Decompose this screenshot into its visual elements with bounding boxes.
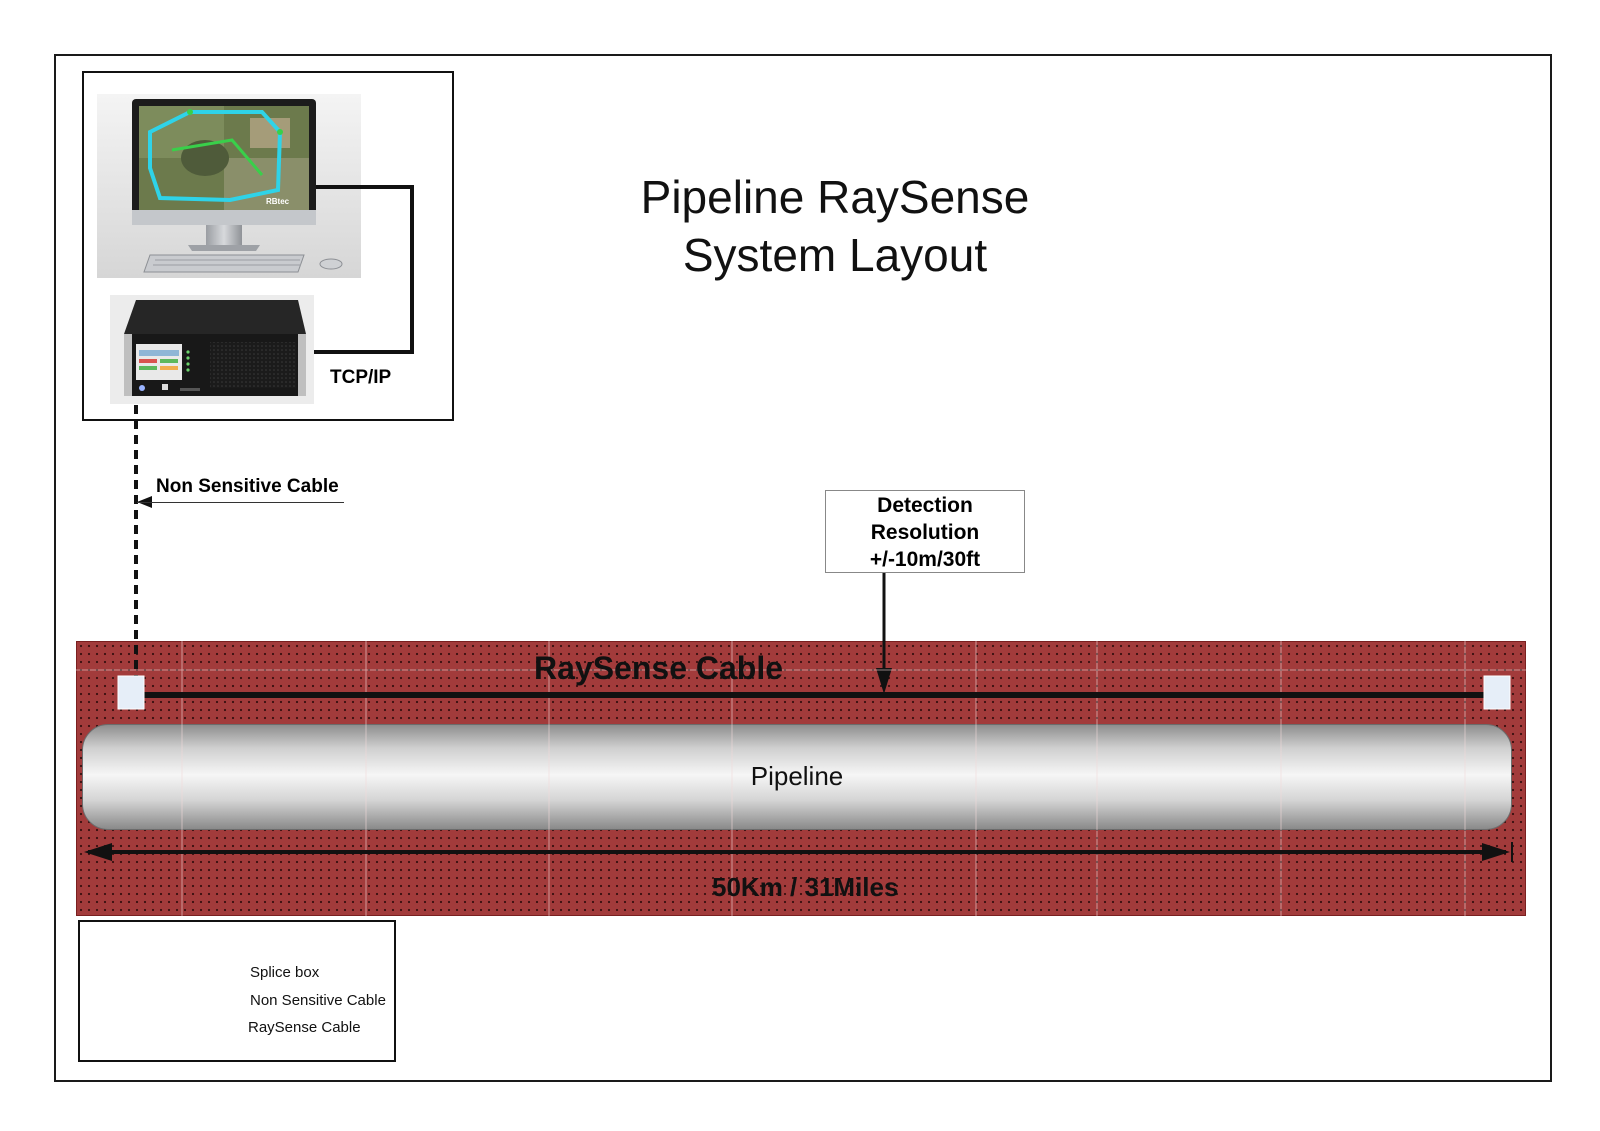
diagram-title: Pipeline RaySense System Layout: [560, 168, 1110, 284]
title-line-1: Pipeline RaySense: [640, 171, 1030, 223]
detection-line-1: Detection: [877, 494, 973, 517]
tcp-ip-connection-line: [314, 185, 414, 354]
legend-raysense-cable-label: RaySense Cable: [248, 1019, 361, 1036]
ground-grid: [76, 641, 1526, 916]
detection-line-3: +/-10m/30ft: [869, 548, 981, 571]
legend-box: Splice box Non Sensitive Cable RaySense …: [78, 920, 396, 1062]
non-sensitive-cable-label: Non Sensitive Cable: [156, 476, 339, 497]
title-line-2: System Layout: [682, 229, 988, 281]
diagram-frame: [54, 54, 1552, 1082]
distance-label: 50Km / 31Miles: [712, 872, 899, 902]
legend-splice-box-label: Splice box: [250, 964, 320, 981]
splice-box-right: [1483, 675, 1511, 710]
detection-line-2: Resolution: [870, 521, 980, 544]
non-sensitive-cable-label-underline: [137, 502, 344, 503]
pipeline-label: Pipeline: [750, 761, 844, 791]
raysense-cable-label: RaySense Cable: [534, 650, 784, 686]
detection-resolution-box: Detection Resolution +/-10m/30ft: [825, 490, 1025, 573]
legend-non-sensitive-cable-label: Non Sensitive Cable: [250, 992, 386, 1009]
distance-arrow: [84, 842, 1513, 862]
processing-unit-icon: [110, 295, 314, 404]
tcp-ip-label: TCP/IP: [330, 367, 392, 388]
pipeline: Pipeline: [82, 724, 1512, 830]
monitor-brand-text: RBtec: [266, 197, 290, 206]
splice-box-left: [117, 675, 145, 710]
detection-arrowhead: [876, 668, 892, 694]
